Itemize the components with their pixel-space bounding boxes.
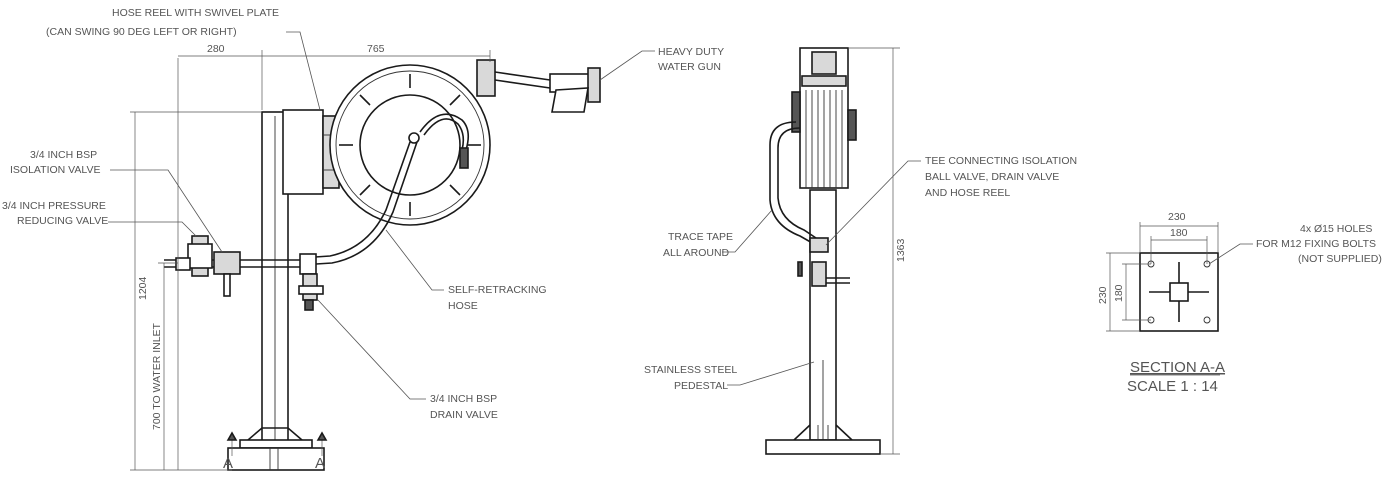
side-dimensions: 1363 <box>848 47 907 455</box>
hose-reel-outer <box>329 64 491 226</box>
label-pedestal-1: STAINLESS STEEL <box>644 364 737 376</box>
side-view <box>765 47 881 455</box>
label-water-gun-1: HEAVY DUTY <box>658 46 724 58</box>
dim-700: 700 TO WATER INLET <box>151 322 163 430</box>
label-isolation-2: ISOLATION VALVE <box>10 164 100 176</box>
front-labels: HOSE REEL WITH SWIVEL PLATE (CAN SWING 9… <box>2 7 724 421</box>
label-holes-2: FOR M12 FIXING BOLTS <box>1256 238 1376 250</box>
section-marker-left: A <box>223 455 233 472</box>
label-pedestal-2: PEDESTAL <box>674 380 728 392</box>
dim-180-side: 180 <box>1113 284 1125 302</box>
water-gun <box>549 67 601 113</box>
hose-reel-inner <box>359 94 461 196</box>
label-hose-reel-2: (CAN SWING 90 DEG LEFT OR RIGHT) <box>46 26 237 38</box>
label-water-gun-2: WATER GUN <box>658 61 721 73</box>
section-scale: SCALE 1 : 14 <box>1127 378 1218 395</box>
label-tee-3: AND HOSE REEL <box>925 187 1010 199</box>
label-hose-1: SELF-RETRACKING <box>448 284 547 296</box>
self-retracking-hose <box>299 141 411 259</box>
side-tee <box>809 237 829 253</box>
label-prv-2: REDUCING VALVE <box>17 215 108 227</box>
label-hose-2: HOSE <box>448 300 478 312</box>
label-trace-1: TRACE TAPE <box>668 231 733 243</box>
section-marker-right: A <box>315 455 325 472</box>
label-drain-1: 3/4 INCH BSP <box>430 393 497 405</box>
label-drain-2: DRAIN VALVE <box>430 409 498 421</box>
side-labels: TRACE TAPE ALL AROUND TEE CONNECTING ISO… <box>644 155 1077 392</box>
label-holes-1: 4x Ø15 HOLES <box>1300 223 1372 235</box>
dim-180-top: 180 <box>1170 227 1188 239</box>
dim-1363: 1363 <box>895 238 907 262</box>
dim-230-top: 230 <box>1168 211 1186 223</box>
dim-765: 765 <box>367 43 385 55</box>
reel-slots <box>339 74 481 216</box>
swivel-plate-housing <box>282 109 324 195</box>
dim-280: 280 <box>207 43 225 55</box>
front-base <box>247 427 303 441</box>
dim-230-side: 230 <box>1097 286 1109 304</box>
dim-1204: 1204 <box>137 276 149 300</box>
label-holes-3: (NOT SUPPLIED) <box>1298 253 1382 265</box>
section-a-a: 230 180 230 180 4x Ø15 HOLES FOR M12 FIX… <box>1097 211 1382 395</box>
label-trace-2: ALL AROUND <box>663 247 730 259</box>
front-view: A A <box>164 59 601 472</box>
trace-tape-hose <box>769 121 815 245</box>
label-prv-1: 3/4 INCH PRESSURE <box>2 200 106 212</box>
label-hose-reel-1: HOSE REEL WITH SWIVEL PLATE <box>112 7 279 19</box>
isolation-valve <box>213 251 241 275</box>
side-base <box>793 424 853 441</box>
front-dimensions: 280 765 1204 700 TO WATER INLET <box>130 43 491 471</box>
label-tee-1: TEE CONNECTING ISOLATION <box>925 155 1077 167</box>
section-title: SECTION A-A <box>1130 359 1225 376</box>
label-tee-2: BALL VALVE, DRAIN VALVE <box>925 171 1059 183</box>
label-isolation-1: 3/4 INCH BSP <box>30 149 97 161</box>
